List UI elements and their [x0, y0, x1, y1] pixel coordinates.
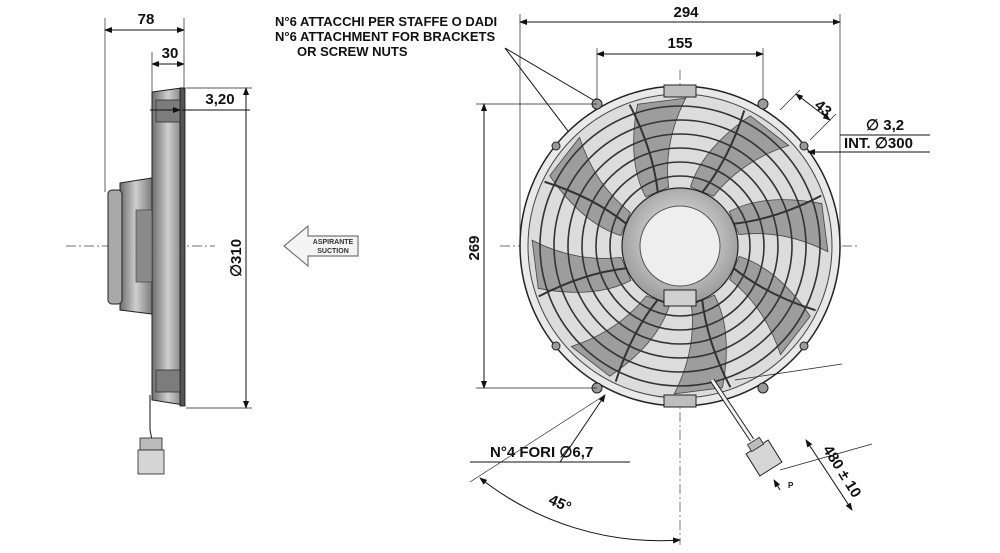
grille-ring-3	[567, 133, 793, 359]
grille-spoke	[701, 110, 746, 194]
bracket-hole-right	[799, 141, 809, 151]
ext-480-a	[734, 363, 843, 381]
diameter-symbol-300: ∅	[875, 135, 888, 152]
side-bracket-bottom	[155, 369, 181, 393]
side-flange	[179, 87, 186, 407]
grille-spoke	[628, 104, 659, 193]
dim-line-480	[805, 439, 853, 511]
fan-blade	[531, 239, 632, 293]
diameter-symbol: ∅	[228, 264, 245, 277]
fan-blade	[673, 294, 727, 395]
dim-arc-45	[479, 477, 681, 544]
dim-30-label: 30	[162, 45, 179, 62]
dim-155-label: 155	[667, 35, 692, 52]
bracket-hole-right-low	[799, 341, 809, 351]
note-line-1: N°6 ATTACCHI PER STAFFE O DADI	[275, 14, 497, 29]
ext-43-b	[809, 113, 837, 141]
mount-hole-bottom-right	[757, 382, 769, 394]
note-line-2: N°6 ATTACHMENT FOR BRACKETS	[275, 29, 495, 44]
note-leader-2	[504, 47, 601, 105]
dim-310-label: 310	[228, 239, 245, 264]
bracket-hole-left-low	[551, 341, 561, 351]
grille-ring-1	[539, 105, 821, 387]
grille-ring-2	[553, 119, 807, 373]
diameter-symbol-6-7: ∅	[559, 444, 572, 461]
side-frame	[151, 87, 185, 406]
grille	[538, 104, 822, 388]
dim-294-label: 294	[673, 4, 699, 21]
front-connector	[745, 436, 783, 477]
dim-480-label: 480 ± 10	[819, 442, 864, 500]
holes-diameter-label: 6,7	[572, 444, 593, 461]
airflow-arrow: ASPIRANTE SUCTION	[283, 224, 359, 268]
tab-bottom	[663, 394, 697, 408]
holes-label: N°4 FORI	[490, 444, 555, 461]
dim-78-label: 78	[138, 11, 155, 28]
side-connector	[137, 449, 165, 475]
airflow-arrow-shape	[283, 224, 359, 268]
svg-text:∅310: ∅310	[228, 239, 245, 277]
diameter-symbol-3-2: ∅	[866, 117, 879, 134]
dim-3-20-label: 3,20	[205, 91, 234, 108]
svg-text:INT. ∅300: INT. ∅300	[844, 135, 913, 152]
dim-300-label: 300	[888, 135, 913, 152]
motor-cap	[639, 205, 721, 287]
dim-3-2-label: 3,2	[883, 117, 904, 134]
grille-spoke	[538, 267, 627, 298]
fan-blade	[728, 199, 829, 253]
svg-text:∅ 3,2: ∅ 3,2	[866, 117, 904, 134]
mount-hole-top-right	[757, 98, 769, 110]
ext-45-line	[469, 394, 606, 483]
side-connector-top	[139, 437, 163, 451]
grille-spoke	[614, 298, 659, 382]
airflow-label-en: SUCTION	[317, 248, 349, 255]
grille-ring-6	[609, 175, 751, 317]
dim-line-43	[795, 93, 831, 121]
grille-spoke	[732, 267, 816, 312]
attachment-note: N°6 ATTACCHI PER STAFFE O DADI N°6 ATTAC…	[275, 14, 601, 169]
dim-45-label: 45°	[546, 492, 574, 517]
grille-ring-4	[581, 147, 779, 345]
grille-spoke	[701, 299, 732, 388]
grille-spoke	[733, 194, 822, 225]
grille-spokes	[538, 104, 822, 388]
cable-marker-label: P	[788, 481, 794, 490]
tab-top	[663, 84, 697, 98]
grille-ring-5	[595, 161, 765, 331]
side-motor-cap	[107, 189, 123, 305]
ext-43-a	[779, 89, 801, 111]
side-view: 78 30 3,20 ∅310	[66, 11, 252, 475]
holes-leader	[559, 394, 606, 463]
dim-269-label: 269	[466, 235, 483, 260]
side-motor-band	[135, 209, 153, 283]
airflow-label-it: ASPIRANTE	[313, 239, 354, 246]
front-view: P 294 155 269 43 ∅ 3,2 INT. ∅300	[466, 4, 930, 545]
note-line-3: OR SCREW NUTS	[297, 44, 408, 59]
motor-label-plate	[663, 289, 697, 307]
dim-43-label: 43	[811, 97, 835, 121]
dim-int-label: INT.	[844, 135, 871, 152]
side-bracket-top	[155, 99, 181, 123]
fan-blade	[633, 97, 687, 198]
cable-marker-arrow	[773, 479, 781, 491]
grille-spoke	[544, 180, 628, 225]
side-cable	[149, 395, 153, 441]
dim-310-group: ∅310	[228, 239, 245, 277]
svg-text:N°4 FORI ∅6,7: N°4 FORI ∅6,7	[490, 444, 593, 461]
bracket-hole-left	[551, 141, 561, 151]
